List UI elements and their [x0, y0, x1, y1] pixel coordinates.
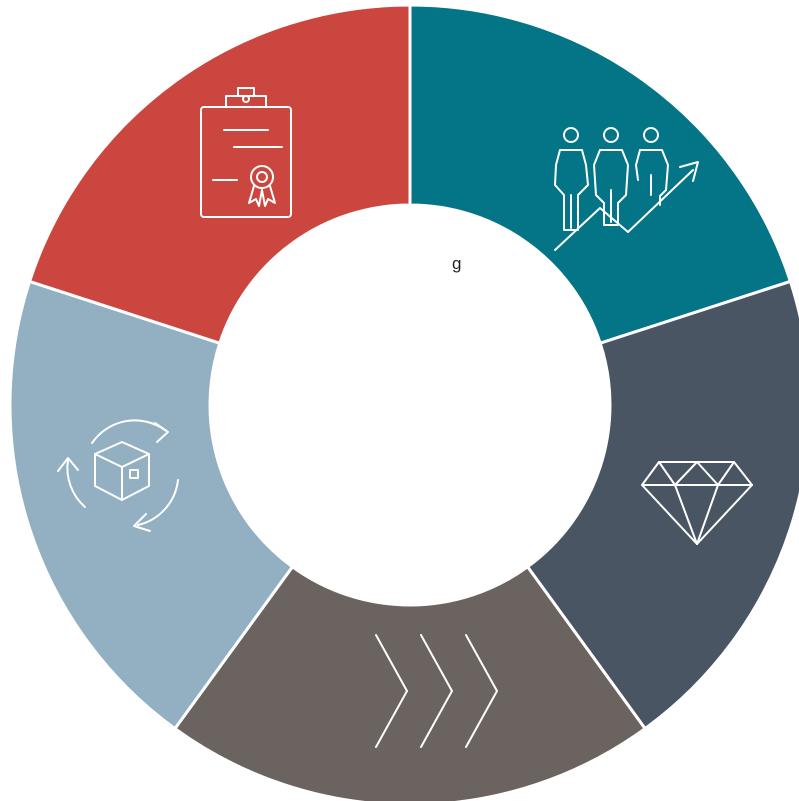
- segment-certification: [27, 3, 412, 346]
- diamond-icon: [641, 461, 753, 545]
- segment-value: [525, 279, 799, 731]
- text-fragment-3: g: [452, 254, 462, 273]
- box-cycle-icon: [57, 419, 179, 532]
- clipboard-certificate-icon: [200, 87, 292, 218]
- segment-growth: [408, 3, 793, 346]
- chevrons-icon: [375, 634, 498, 748]
- people-growth-icon: [554, 127, 699, 251]
- segment-cycle: [8, 279, 295, 731]
- segment-progress: [172, 564, 648, 801]
